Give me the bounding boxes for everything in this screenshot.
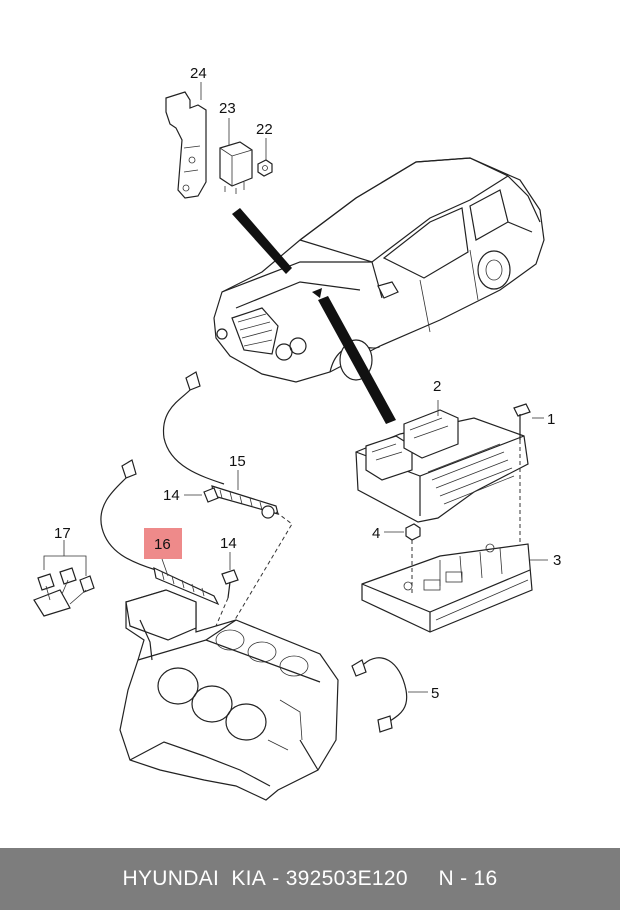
pointer-arrow-b [318, 296, 396, 424]
footer-part-number: - 392503E120 [272, 867, 408, 890]
callout-17: 17 [54, 525, 71, 542]
parts-diagram: 24 23 22 [33, 65, 561, 801]
bolt-14b-path [215, 597, 229, 627]
leader-16 [161, 558, 169, 577]
callout-5: 5 [431, 685, 439, 702]
footer-bar: HYUNDAI KIA - 392503E120 N - 16 [0, 848, 620, 910]
sensor-15-path [229, 511, 293, 629]
callout-24: 24 [190, 65, 207, 82]
pointer-marker [312, 288, 322, 298]
pointer-arrow-a [232, 208, 292, 274]
bracket-24-drawing [165, 91, 207, 199]
sensor-16-drawing [100, 459, 220, 606]
connector-17-drawing [33, 567, 95, 617]
callout-1: 1 [547, 411, 555, 428]
callout-16-highlight [144, 528, 182, 559]
relay-23-drawing [219, 141, 253, 194]
bolt-14b-drawing [221, 569, 239, 599]
callout-3: 3 [553, 552, 561, 569]
callout-4: 4 [372, 525, 380, 542]
ecu-2-drawing [355, 409, 529, 523]
footer-brand: HYUNDAI KIA [122, 867, 267, 890]
callout-23: 23 [219, 100, 236, 117]
sensor-15-drawing [162, 371, 279, 519]
callout-14b: 14 [220, 535, 237, 552]
footer-spacer-2 [408, 867, 439, 891]
callout-16: 16 [154, 536, 171, 553]
nut-22-drawing [257, 159, 273, 177]
callout-14a: 14 [163, 487, 180, 504]
callout-2: 2 [433, 378, 441, 395]
callout-15: 15 [229, 453, 246, 470]
leader-17 [43, 540, 87, 576]
car-drawing [213, 157, 545, 383]
engine-block-drawing [119, 589, 339, 801]
nut-4-drawing [405, 523, 421, 541]
sensor-5-drawing [351, 657, 408, 733]
bolt-14a-drawing [203, 487, 219, 503]
footer-ref: N - 16 [438, 867, 498, 890]
callout-22: 22 [256, 121, 273, 138]
bolt-1-drawing [513, 403, 531, 440]
bracket-3-drawing [361, 543, 533, 633]
